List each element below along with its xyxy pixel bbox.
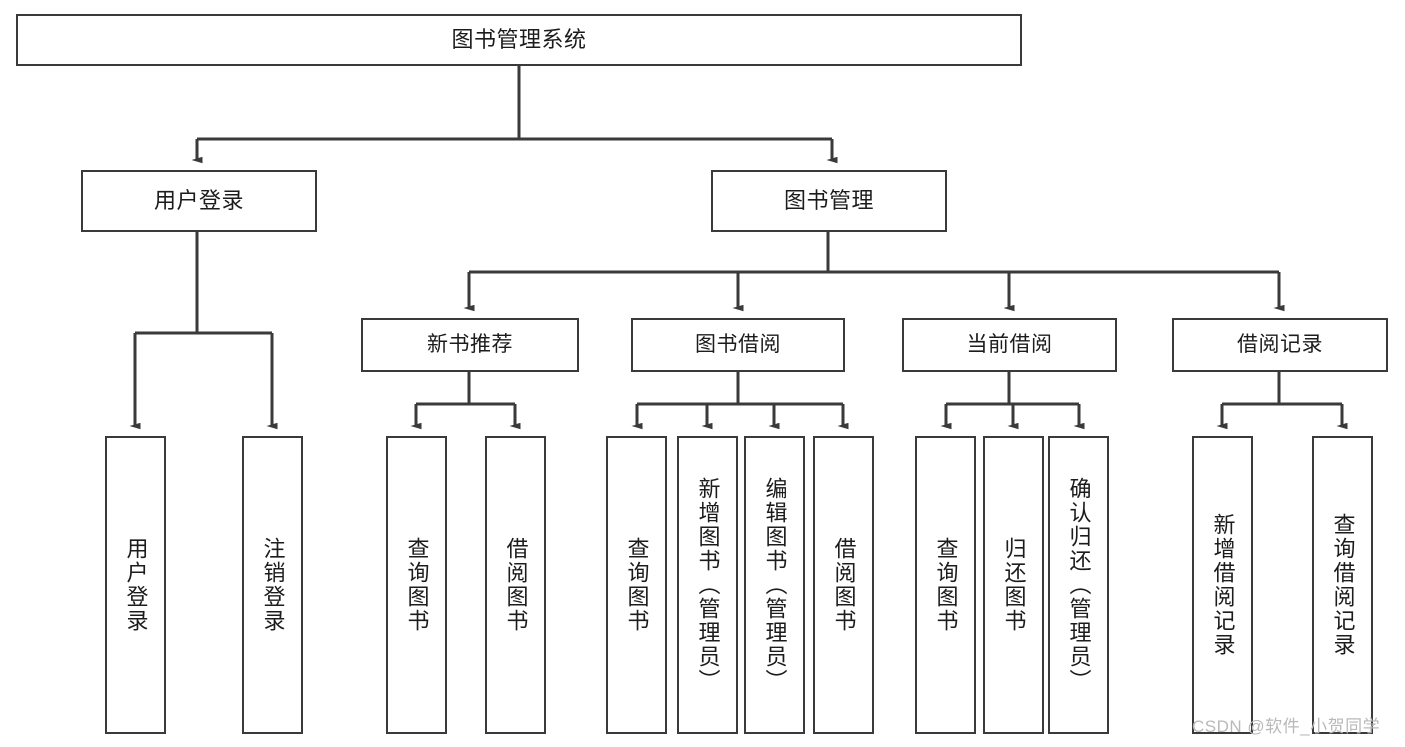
node-label: 查询图书 (624, 537, 650, 633)
leaf-book-borrow-edit-book-admin[interactable]: 编辑图书（管理员） (744, 436, 805, 734)
node-label: 查询借阅记录 (1330, 513, 1356, 657)
node-label: 查询图书 (933, 537, 959, 633)
node-label: 图书管理系统 (451, 26, 587, 52)
node-label: 新增借阅记录 (1210, 513, 1236, 657)
node-current-borrowing[interactable]: 当前借阅 (902, 318, 1117, 372)
node-label: 归还图书 (1001, 537, 1027, 633)
leaf-borrow-record-query-record[interactable]: 查询借阅记录 (1312, 436, 1373, 734)
node-label: 新增图书（管理员） (695, 477, 721, 693)
node-label: 编辑图书（管理员） (762, 477, 788, 693)
node-new-book-recommendation[interactable]: 新书推荐 (361, 318, 579, 372)
node-label: 借阅图书 (831, 537, 857, 633)
node-label: 用户登录 (153, 187, 244, 213)
node-label: 注销登录 (260, 537, 286, 633)
leaf-user-login-logout[interactable]: 注销登录 (242, 436, 303, 734)
leaf-book-borrow-borrow-book[interactable]: 借阅图书 (813, 436, 874, 734)
node-book-management[interactable]: 图书管理 (711, 170, 947, 232)
node-label: 用户登录 (123, 537, 149, 633)
node-label: 图书管理 (783, 187, 874, 213)
node-label: 借阅记录 (1237, 333, 1323, 357)
leaf-new-book-query-book[interactable]: 查询图书 (386, 436, 447, 734)
leaf-current-borrow-query-book[interactable]: 查询图书 (915, 436, 976, 734)
node-book-borrowing[interactable]: 图书借阅 (631, 318, 845, 372)
node-label: 新书推荐 (427, 333, 513, 357)
node-label: 确认归还（管理员） (1066, 477, 1092, 693)
leaf-borrow-record-add-record[interactable]: 新增借阅记录 (1192, 436, 1253, 734)
node-label: 查询图书 (404, 537, 430, 633)
leaf-book-borrow-query-book[interactable]: 查询图书 (606, 436, 667, 734)
node-label: 当前借阅 (966, 333, 1053, 357)
node-borrowing-record[interactable]: 借阅记录 (1172, 318, 1388, 372)
node-root-book-management-system[interactable]: 图书管理系统 (16, 14, 1022, 66)
leaf-book-borrow-add-book-admin[interactable]: 新增图书（管理员） (677, 436, 738, 734)
leaf-current-borrow-confirm-return-admin[interactable]: 确认归还（管理员） (1048, 436, 1109, 734)
node-user-login[interactable]: 用户登录 (81, 170, 317, 232)
node-label: 图书借阅 (695, 333, 781, 357)
leaf-user-login-login[interactable]: 用户登录 (105, 436, 166, 734)
node-label: 借阅图书 (503, 537, 529, 633)
leaf-new-book-borrow-book[interactable]: 借阅图书 (485, 436, 546, 734)
leaf-current-borrow-return-book[interactable]: 归还图书 (983, 436, 1044, 734)
